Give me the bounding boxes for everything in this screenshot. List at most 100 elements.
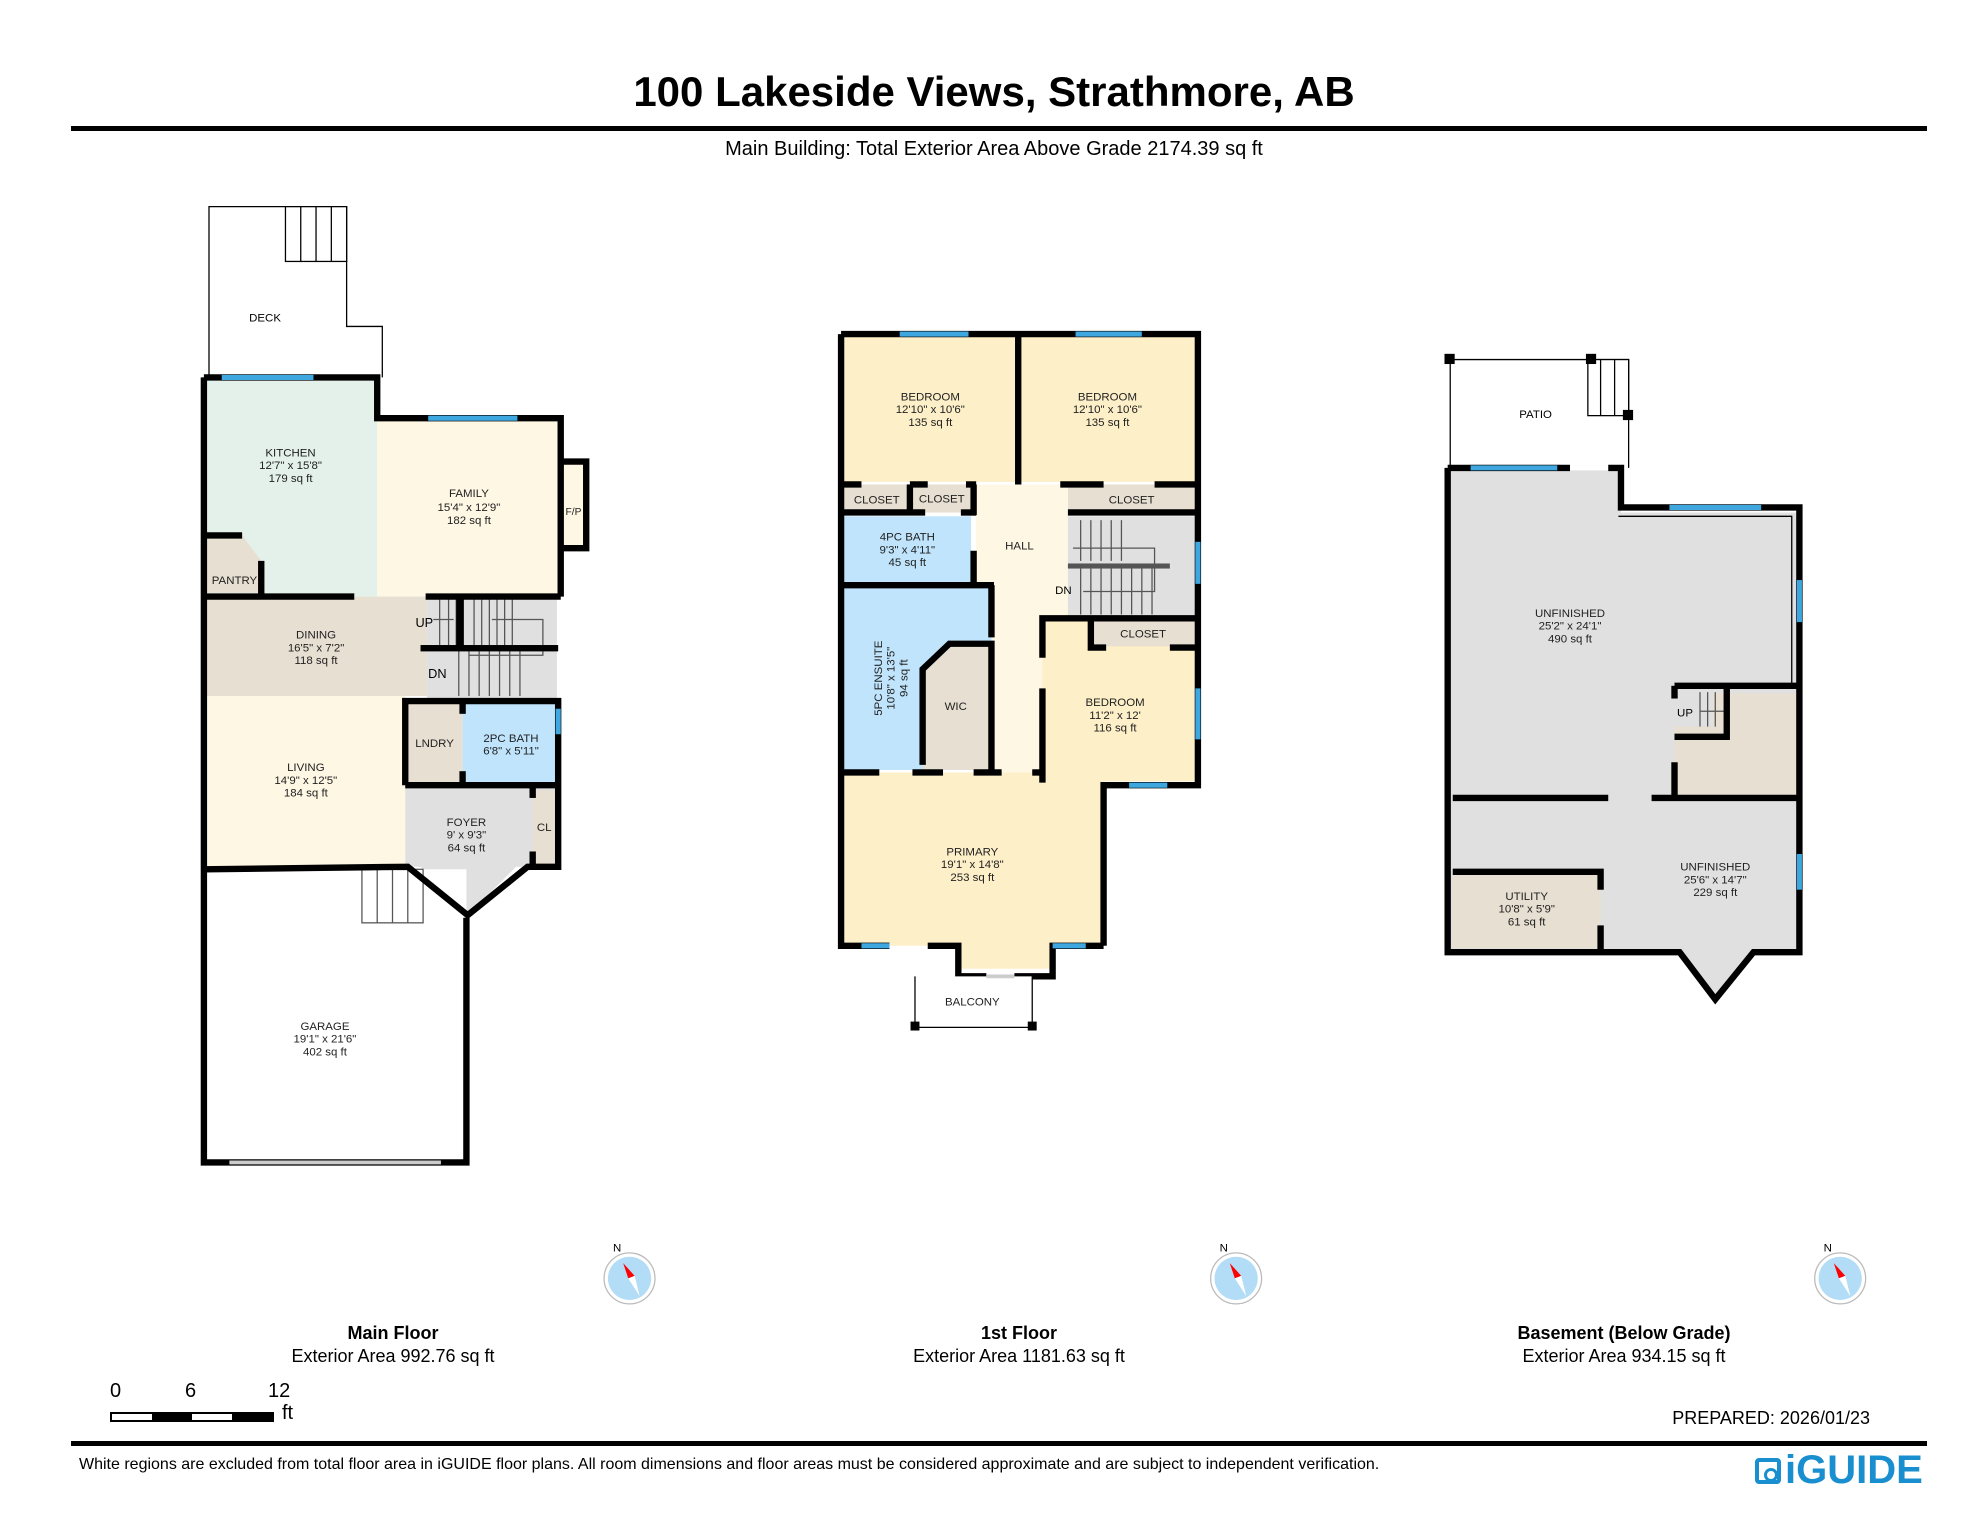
room-dims-unfinished-2: 25'6" x 14'7"	[1684, 874, 1747, 886]
room-label-pantry: PANTRY	[212, 575, 258, 587]
title-divider	[71, 126, 1927, 131]
room-dining	[203, 596, 427, 696]
room-label-bedroom-2: BEDROOM	[1078, 391, 1137, 403]
compass-n-label: N	[1220, 1243, 1228, 1255]
room-label-foyer: FOYER	[447, 817, 486, 829]
room-label-primary: PRIMARY	[946, 846, 998, 858]
fireplace	[560, 461, 587, 549]
room-dims-bedroom-2: 12'10" x 10'6"	[1073, 404, 1142, 416]
room-primary	[841, 772, 1104, 969]
basement-walls	[1444, 464, 1803, 1005]
room-dims-4pc-bath: 9'3" x 4'11"	[880, 544, 936, 556]
compass-north-needle-icon	[1833, 1263, 1846, 1279]
room-label-balcony: BALCONY	[945, 997, 1000, 1009]
compass-n-label: N	[613, 1243, 621, 1255]
room-label-deck: DECK	[249, 312, 281, 324]
room-label-closet-4: CLOSET	[1120, 628, 1166, 640]
room-dims-2pc-bath: 6'8" x 5'11"	[483, 746, 539, 758]
basement-windows	[1470, 465, 1802, 890]
first-floor-plan: DN	[837, 330, 1202, 1031]
compass-north-needle-icon	[1229, 1263, 1242, 1279]
basement-caption: Basement (Below Grade) Exterior Area 934…	[1374, 1322, 1874, 1368]
room-label-kitchen: KITCHEN	[265, 447, 315, 459]
deck: DECK	[208, 206, 383, 378]
floor-area: Exterior Area 934.15 sq ft	[1522, 1346, 1726, 1366]
basement-stairs	[1699, 692, 1726, 727]
main-floor-plan: DECK UP DN	[200, 206, 590, 1166]
room-label-patio: PATIO	[1519, 409, 1552, 421]
balcony	[910, 976, 1037, 1031]
room-area-unfinished-1: 490 sq ft	[1548, 633, 1593, 645]
room-label-closet-3: CLOSET	[1109, 495, 1155, 507]
room-living	[203, 695, 406, 867]
room-label-unfinished-2: UNFINISHED	[1680, 862, 1750, 874]
room-label-fireplace: F/P	[566, 507, 582, 518]
iguide-logo: iGUIDE	[1755, 1448, 1923, 1493]
compass-n-label: N	[1824, 1243, 1832, 1255]
room-dims-family: 15'4" x 12'9"	[438, 502, 501, 514]
room-label-hall: HALL	[1005, 540, 1034, 552]
room-bedroom-1	[841, 336, 1017, 482]
room-area-kitchen: 179 sq ft	[269, 473, 314, 485]
main-floor-windows	[221, 374, 561, 735]
floor-name: 1st Floor	[980, 1323, 1057, 1343]
room-label-closet-1: CLOSET	[854, 495, 900, 507]
footer-divider	[71, 1441, 1927, 1446]
room-4pc-bath	[843, 516, 972, 583]
room-laundry	[405, 701, 463, 786]
room-dims-utility: 10'8" x 5'9"	[1498, 904, 1554, 916]
scale-bar-graphic	[110, 1412, 274, 1422]
room-utility	[1452, 871, 1601, 949]
compass-basement: N	[1814, 1243, 1867, 1305]
room-label-4pc-bath: 4PC BATH	[880, 532, 935, 544]
room-label-garage: GARAGE	[300, 1021, 349, 1033]
scale-tick-0: 0	[110, 1380, 122, 1402]
room-area-living: 184 sq ft	[284, 788, 329, 800]
main-floor-caption: Main Floor Exterior Area 992.76 sq ft	[143, 1322, 643, 1368]
room-area-bedroom-3: 116 sq ft	[1094, 723, 1138, 735]
room-area-garage: 402 sq ft	[303, 1046, 348, 1058]
basement-plan: PATIO UP UNFINI	[1444, 353, 1803, 1005]
room-area-primary: 253 sq ft	[950, 872, 995, 884]
room-label-family: FAMILY	[449, 488, 489, 500]
room-dims-dining: 16'5" x 7'2"	[288, 642, 344, 654]
garage-steps	[361, 868, 424, 924]
room-2pc-bath	[462, 701, 559, 786]
stairs-down-label: DN	[428, 666, 446, 681]
room-wic	[922, 643, 992, 770]
room-label-utility: UTILITY	[1505, 891, 1548, 903]
first-floor-windows	[861, 331, 1201, 949]
room-dims-kitchen: 12'7" x 15'8"	[259, 460, 322, 472]
room-dims-unfinished-1: 25'2" x 24'1"	[1539, 621, 1602, 633]
room-area-unfinished-2: 229 sq ft	[1693, 887, 1738, 899]
room-label-living: LIVING	[287, 762, 325, 774]
closet-2	[912, 484, 974, 513]
room-dims-foyer: 9' x 9'3"	[447, 830, 487, 842]
room-unfinished	[1450, 470, 1797, 999]
prepared-date: PREPARED: 2026/01/23	[1672, 1408, 1870, 1428]
room-label-wic: WIC	[945, 701, 967, 713]
compass-north-needle-icon	[623, 1263, 635, 1279]
room-dims-living: 14'9" x 12'5"	[274, 775, 337, 787]
floor-area: Exterior Area 992.76 sq ft	[291, 1346, 495, 1366]
page-title: 100 Lakeside Views, Strathmore, AB	[633, 68, 1355, 115]
floor-name: Basement (Below Grade)	[1517, 1323, 1731, 1343]
closet	[532, 790, 559, 865]
compass-main-floor: N	[603, 1243, 656, 1305]
room-pantry	[203, 535, 262, 593]
room-area-bedroom-1: 135 sq ft	[908, 417, 953, 429]
room-dims-primary: 19'1" x 14'8"	[941, 859, 1004, 871]
room-label-5pc-ensuite: 5PC ENSUITE	[873, 640, 885, 715]
compass-first-floor: N	[1210, 1243, 1263, 1305]
room-area-dining: 118 sq ft	[294, 655, 338, 667]
room-label-laundry: LNDRY	[415, 738, 454, 750]
room-bedroom-2	[1019, 336, 1196, 482]
closet-4	[1093, 620, 1196, 647]
stairs-up-label-basement: UP	[1677, 707, 1693, 719]
room-garage	[203, 869, 467, 1163]
room-dims-5pc-ensuite: 10'8" x 13'5"	[886, 647, 898, 710]
closet-3	[1067, 484, 1196, 513]
room-label-dining: DINING	[296, 630, 336, 642]
total-area-subtitle: Main Building: Total Exterior Area Above…	[725, 138, 1263, 160]
